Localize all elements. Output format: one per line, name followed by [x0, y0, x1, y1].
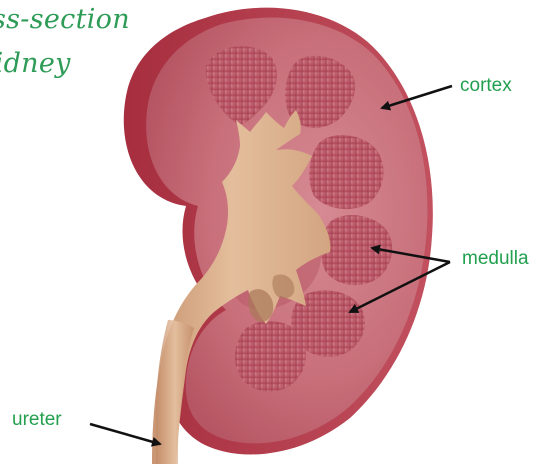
ureter-arrow — [90, 424, 160, 444]
ureter-label: ureter — [12, 409, 62, 431]
title-line-1: ss-section — [0, 4, 130, 35]
cortex-label: cortex — [460, 75, 512, 97]
medulla-pyramid — [235, 321, 306, 391]
medulla-pyramid — [309, 135, 383, 209]
medulla-label: medulla — [462, 248, 529, 270]
title-line-2: kidney — [0, 48, 71, 79]
